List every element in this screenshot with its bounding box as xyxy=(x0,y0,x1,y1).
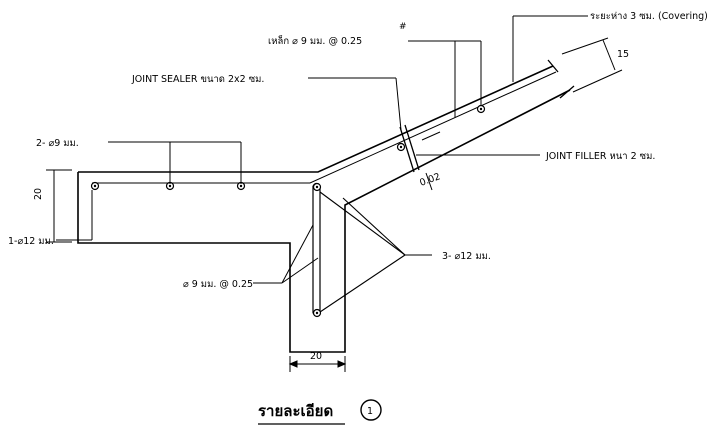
bottom-bar-leader xyxy=(56,190,93,241)
break-line xyxy=(547,59,575,99)
column-stirrup xyxy=(312,182,321,317)
height-label: 20 xyxy=(33,188,44,200)
haunch-bars xyxy=(319,191,406,313)
gap-dimension xyxy=(421,131,441,191)
steel-leader xyxy=(408,40,482,118)
slab-thickness-label: 15 xyxy=(617,49,629,60)
height-dimension xyxy=(46,169,72,243)
steel-label: เหล็ก ⌀ 9 มม. @ 0.25 xyxy=(268,34,362,47)
caption-title: รายละเอียด xyxy=(258,402,333,420)
bottom-bar-label: 1-⌀12 มม. xyxy=(8,236,54,247)
stirrup-label: ⌀ 9 มม. @ 0.25 xyxy=(183,279,253,290)
width-label: 20 xyxy=(310,351,322,362)
top-bars-label: 2- ⌀9 มม. xyxy=(36,138,79,149)
joint-sealer-leader xyxy=(308,77,402,131)
gap-label: 0.02 xyxy=(418,171,442,189)
joint xyxy=(399,124,420,173)
covering-leader xyxy=(512,15,588,82)
top-bars-leader xyxy=(108,141,242,184)
caption-number: 1 xyxy=(367,406,373,417)
slab-thickness-dimension xyxy=(561,37,623,93)
width-dimension xyxy=(288,356,347,372)
joint-sealer-label: JOINT SEALER ขนาด 2x2 ซม. xyxy=(131,74,264,85)
main-bars-label: 3- ⌀12 มม. xyxy=(442,251,491,262)
stirrup-leader xyxy=(253,224,319,284)
top-rebar-line xyxy=(92,71,557,184)
caption-number-circle xyxy=(360,399,382,421)
joint-filler-label: JOINT FILLER หนา 2 ซม. xyxy=(545,151,655,162)
concrete-outline xyxy=(77,65,571,353)
covering-label: ระยะห่าง 3 ซม. (Covering) xyxy=(590,11,708,22)
rebar-dots xyxy=(90,104,486,318)
steel-mark: # xyxy=(399,22,407,32)
